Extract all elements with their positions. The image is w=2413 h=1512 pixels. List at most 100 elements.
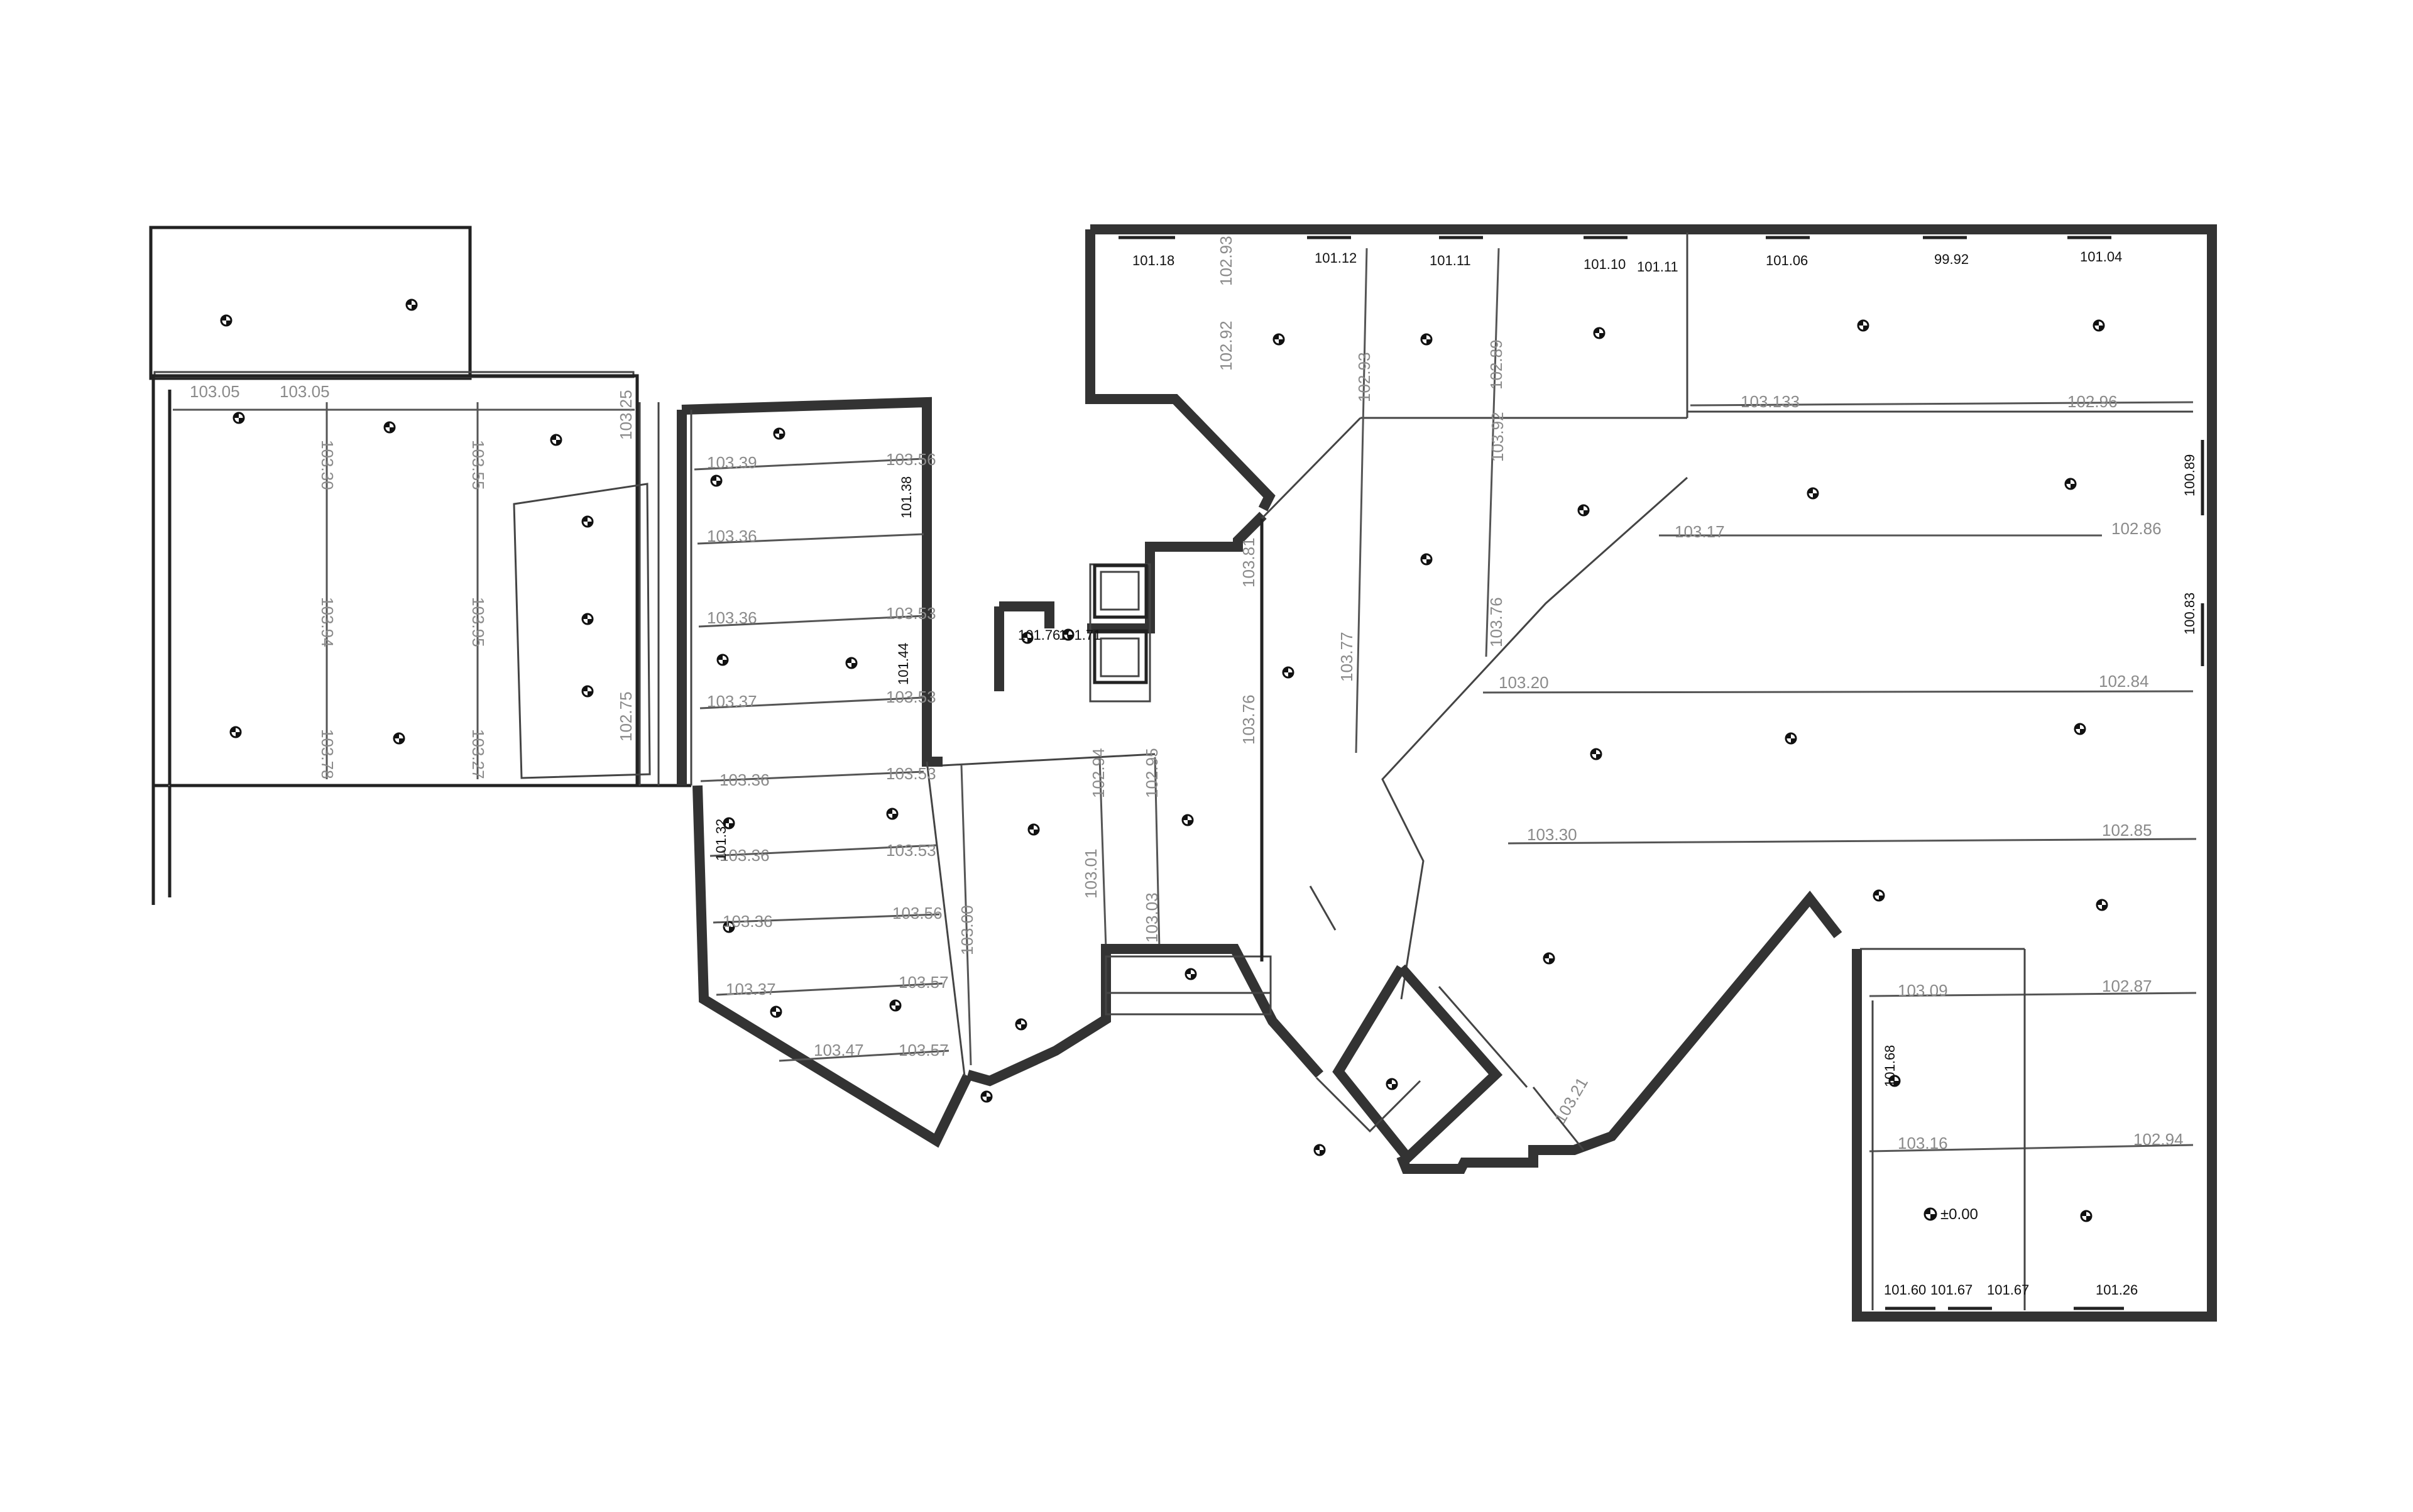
beam-level-label: 103.27: [469, 729, 488, 779]
level-marker-icon: [1021, 632, 1034, 644]
beam-level-label: 103.30: [1527, 825, 1577, 844]
level-marker-icon: [1027, 823, 1040, 836]
level-marker-icon: [1282, 666, 1294, 679]
beam-level-label: 103.16: [1898, 1134, 1948, 1153]
beam-level-label: 102.87: [2102, 977, 2152, 995]
beam-level-label: 103.76: [1487, 597, 1506, 647]
beam-level-label: 103.92: [1488, 412, 1507, 462]
beam-level-label: 103.53: [886, 688, 936, 706]
beam-level-label: 103.77: [1337, 632, 1356, 682]
window-marks: [1119, 236, 2204, 1310]
floor-level-label: 101.68: [1882, 1045, 1898, 1087]
level-marker-icon: [1785, 732, 1797, 745]
level-marker-icon: [229, 726, 242, 738]
level-marker-icon: [980, 1090, 993, 1103]
beam-level-label: 103.53: [886, 841, 936, 860]
level-marker-icon: [581, 613, 594, 625]
origin-marker-icon: [1923, 1207, 1937, 1221]
floor-level-labels: 101.18 101.12 101.11 101.10 101.11 101.0…: [713, 249, 2197, 1298]
floor-level-label: 101.06: [1766, 253, 1808, 268]
beam-level-label: 103.36: [720, 770, 770, 789]
level-marker-icon: [1015, 1018, 1027, 1031]
level-marker-icon: [550, 434, 562, 446]
beam-level-label: 102.94: [2133, 1130, 2184, 1149]
level-marker-icon: [2096, 899, 2108, 911]
beam-level-label: 103.55: [469, 440, 488, 490]
beam-level-label: 103.81: [1239, 537, 1258, 588]
beam-level-label: 103.36: [723, 912, 773, 931]
level-marker-icon: [770, 1005, 782, 1018]
level-marker-icon: [1543, 952, 1555, 965]
beam-level-label: 102.92: [1217, 320, 1235, 371]
floor-level-label: 101.71: [1059, 627, 1101, 643]
beam-level-label: 103.53: [886, 604, 936, 623]
level-marker-icon: [1386, 1078, 1398, 1090]
floor-level-label: 101.11: [1430, 253, 1471, 268]
level-marker-icon: [1313, 1144, 1326, 1156]
floor-level-label: 101.26: [2096, 1282, 2138, 1298]
beam-level-label: 103.56: [892, 904, 943, 923]
level-marker-icon: [1593, 327, 1606, 339]
floor-level-label: 101.12: [1315, 250, 1357, 266]
beam-level-label: 103.03: [1142, 892, 1161, 943]
level-marker-icon: [1420, 333, 1433, 346]
beam-level-label: 103.01: [1081, 848, 1100, 899]
level-marker-icon: [2074, 723, 2086, 735]
level-marker-icon: [845, 657, 858, 669]
beam-level-label: 102.93: [1355, 352, 1374, 402]
level-marker-icon: [1272, 333, 1285, 346]
level-marker-icon: [889, 999, 902, 1012]
floor-level-label: 101.76: [1018, 627, 1060, 643]
beam-level-label: 103.21: [1550, 1074, 1592, 1127]
beam-level-label: 102.95: [1142, 748, 1161, 798]
level-marker-icon: [233, 412, 245, 424]
floor-level-label: 101.32: [713, 819, 729, 861]
floor-level-label: 101.60: [1884, 1282, 1926, 1298]
beam-level-label: 102.96: [2067, 392, 2118, 411]
beam-level-label: 103.05: [190, 382, 240, 401]
floor-level-label: 101.10: [1584, 256, 1626, 272]
beam-level-label: 103.95: [469, 597, 488, 647]
beam-level-label: 103.37: [707, 692, 757, 711]
level-marker-icon: [886, 808, 899, 820]
level-marker-icon: [716, 654, 729, 666]
level-marker-icon: [2064, 478, 2077, 490]
level-markers: [220, 299, 2108, 1222]
floor-level-label: 100.83: [2182, 593, 2197, 635]
origin-level-label: ±0.00: [1940, 1206, 1978, 1223]
beam-level-label: 103.36: [707, 527, 757, 545]
beam-level-label: 103.09: [1898, 981, 1948, 1000]
level-marker-icon: [1807, 487, 1819, 500]
beam-level-label: 102.86: [2111, 519, 2162, 538]
beam-level-label: 103.17: [1675, 522, 1725, 541]
left-wing: [149, 226, 691, 905]
floor-level-label: 101.67: [1930, 1282, 1973, 1298]
beam-level-label: 103.76: [1239, 694, 1258, 745]
level-marker-icon: [1181, 814, 1194, 826]
level-marker-icon: [1873, 889, 1885, 902]
center-left-wing: [677, 397, 973, 1148]
level-marker-icon: [383, 421, 396, 434]
beam-level-label: 103.00: [958, 905, 977, 955]
level-marker-icon: [405, 299, 418, 311]
level-marker-icon: [393, 732, 405, 745]
level-marker-icon: [2080, 1210, 2093, 1222]
beam-level-label: 103.36: [707, 608, 757, 627]
beam-level-label: 103.57: [899, 973, 949, 992]
level-marker-icon: [1062, 628, 1075, 641]
floor-level-label: 101.11: [1637, 259, 1678, 275]
floor-level-label: 101.04: [2080, 249, 2122, 265]
beam-level-label: 103.57: [899, 1041, 949, 1060]
beam-level-label: 103.133: [1741, 392, 1800, 411]
floor-level-label: 101.44: [895, 643, 911, 685]
level-marker-icon: [1420, 553, 1433, 566]
level-marker-icon: [2093, 319, 2105, 332]
beam-level-label: 103.20: [1499, 673, 1549, 692]
beam-level-label: 103.37: [726, 980, 776, 999]
level-marker-icon: [723, 817, 735, 830]
beam-level-label: 103.39: [707, 453, 757, 472]
beam-level-label: 103.05: [280, 382, 330, 401]
beam-level-label: 103.56: [886, 450, 936, 469]
level-marker-icon: [581, 685, 594, 698]
